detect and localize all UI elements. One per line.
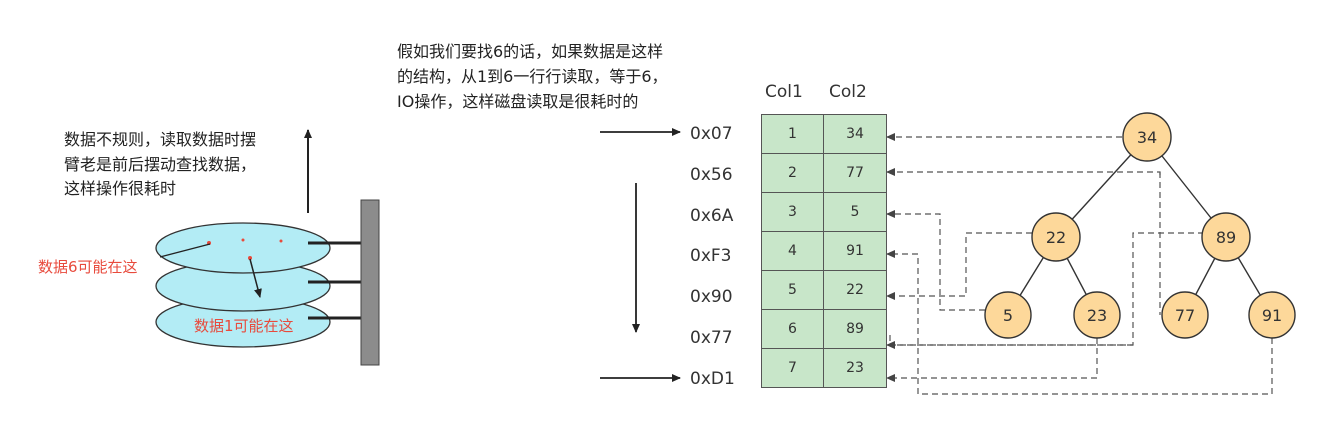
label-data1: 数据1可能在这: [194, 317, 294, 335]
tree-node-label: 22: [1046, 228, 1066, 247]
tree-node-label: 91: [1262, 306, 1282, 325]
link-5: [886, 210, 985, 311]
left-caption-line-1: 数据不规则，读取数据时摆: [64, 130, 257, 149]
table-cell: 6: [761, 309, 824, 349]
label-data6: 数据6可能在这: [38, 258, 138, 276]
table-row: 4 91: [761, 231, 887, 271]
tree-nodes: 34 22 89 5 23 77 91: [984, 112, 1296, 339]
table-row: 5 22: [761, 270, 887, 310]
table-cell: 91: [823, 231, 887, 271]
link-23: [886, 338, 1098, 382]
table-cell: 1: [761, 114, 824, 154]
row-address: 0xF3: [690, 246, 732, 266]
table-row: 3 5: [761, 192, 887, 232]
row-address: 0x56: [690, 165, 733, 185]
disk-platter: [155, 222, 331, 274]
tree-node-label: 89: [1216, 228, 1236, 247]
read-arms: [308, 241, 362, 320]
tree-node-leaf: 23: [1073, 291, 1121, 339]
tree-node-right: 89: [1201, 212, 1251, 262]
row-address: 0x77: [690, 328, 733, 348]
tree-node-root: 34: [1122, 112, 1172, 162]
data-table: 1 34 2 77 3 5 4 91 5 22 6 89 7 23: [761, 114, 887, 388]
tree-node-left: 22: [1031, 212, 1081, 262]
left-caption-line-2: 臂老是前后摆动查找数据，: [64, 155, 257, 174]
pointer-line: [159, 243, 211, 258]
table-cell: 7: [761, 348, 824, 388]
table-cell: 89: [823, 309, 887, 349]
data-dot: [248, 256, 252, 260]
right-caption-line-2: 的结构，从1到6一行行读取，等于6，: [397, 67, 668, 86]
table-cell: 22: [823, 270, 887, 310]
data-dot: [241, 238, 245, 242]
table-row: 2 77: [761, 153, 887, 193]
row-address: 0xD1: [690, 369, 735, 389]
tree-node-label: 23: [1087, 306, 1107, 325]
right-caption-line-1: 假如我们要找6的话，如果数据是这样: [397, 42, 664, 61]
table-cell: 77: [823, 153, 887, 193]
table-cell: 34: [823, 114, 887, 154]
table-row: 1 34: [761, 114, 887, 154]
table-cell: 3: [761, 192, 824, 232]
disk-stack: [155, 222, 331, 348]
row-address: 0x07: [690, 124, 733, 144]
table-cell: 5: [823, 192, 887, 232]
link-77-row: [886, 168, 1161, 176]
right-caption-line-3: IO操作，这样磁盘读取是很耗时的: [397, 92, 639, 111]
row-address: 0x6A: [690, 206, 734, 226]
tree-node-label: 34: [1137, 128, 1157, 147]
tree-node-leaf: 91: [1248, 291, 1296, 339]
table-cell: 2: [761, 153, 824, 193]
table-row: 6 89: [761, 309, 887, 349]
tree-node-leaf: 5: [984, 291, 1032, 339]
col-header-1: Col1: [765, 82, 803, 102]
link-22: [886, 232, 1032, 300]
table-cell: 5: [761, 270, 824, 310]
tree-node-leaf: 77: [1161, 291, 1209, 339]
row-address: 0x90: [690, 287, 733, 307]
table-cell: 23: [823, 348, 887, 388]
disk-spindle: [360, 199, 380, 366]
tree-node-label: 77: [1175, 306, 1195, 325]
data-dot: [279, 239, 283, 243]
dashed-links: [886, 133, 1273, 395]
left-caption-line-3: 这样操作很耗时: [64, 179, 177, 198]
link-91: [886, 250, 1273, 395]
tree-node-label: 5: [1003, 306, 1013, 325]
table-cell: 4: [761, 231, 824, 271]
col-header-2: Col2: [829, 82, 867, 102]
table-row: 7 23: [761, 348, 887, 388]
seek-arrow: [249, 258, 262, 298]
